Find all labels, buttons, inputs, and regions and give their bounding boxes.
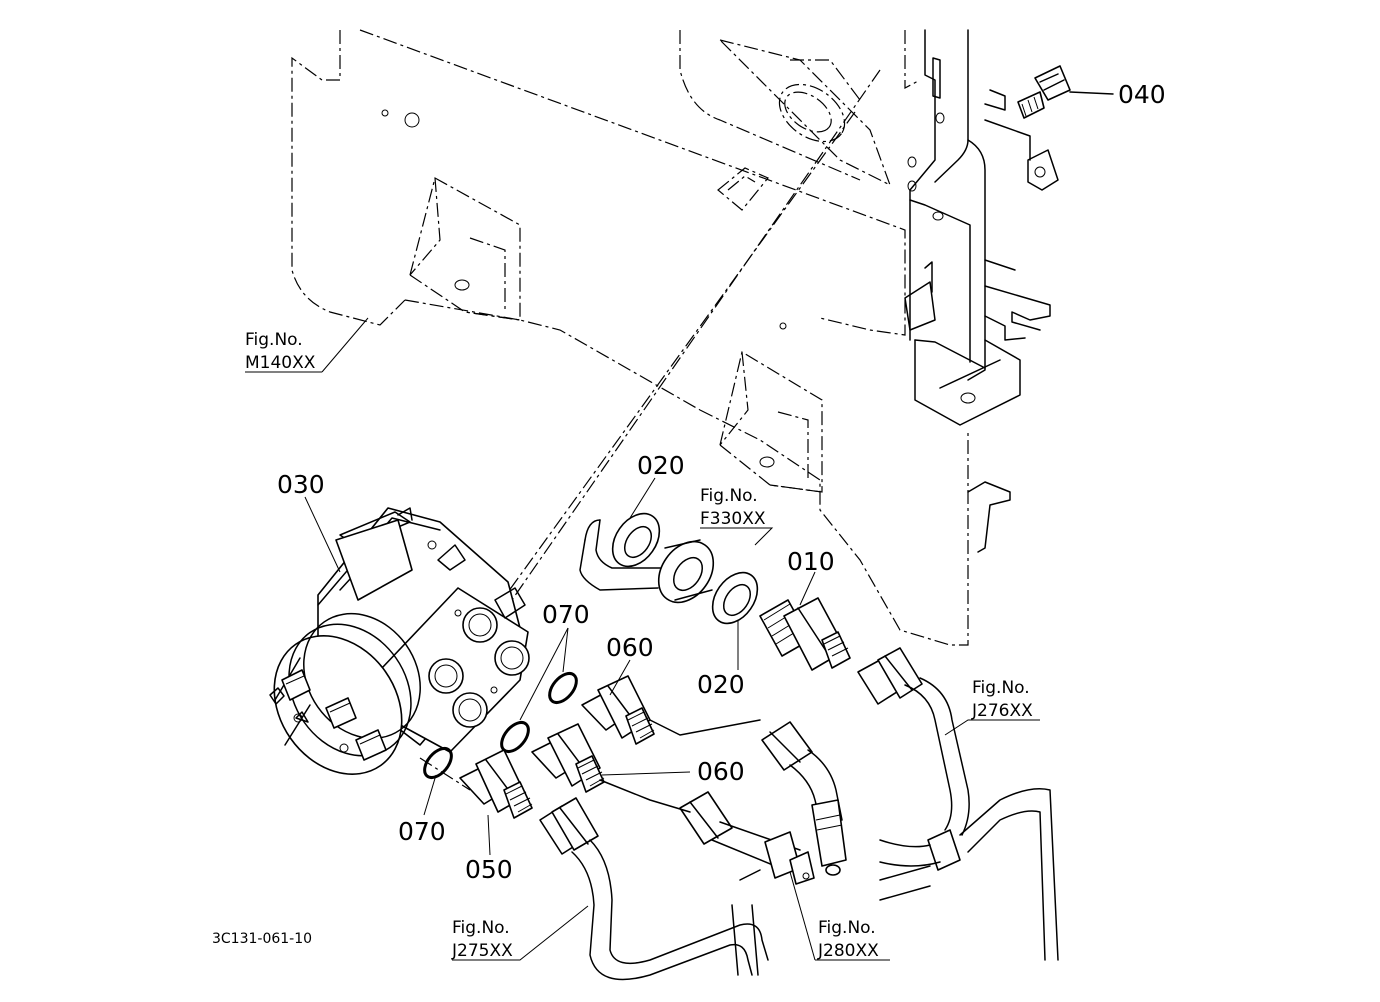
- washer-020-lower: [711, 571, 759, 625]
- base-bolt-2: [325, 697, 357, 729]
- bolt-040: [1017, 65, 1071, 119]
- label-020-lower: 020: [697, 670, 745, 699]
- label-060-lower: 060: [697, 757, 745, 786]
- mount-gusset-left: [409, 177, 521, 321]
- steering-unit-030: [269, 507, 530, 775]
- fig-ref-f330-prefix: Fig.No.: [700, 486, 758, 506]
- adapter-050: [459, 749, 533, 819]
- banjo-pipe-f330: [579, 519, 715, 604]
- adapter-010: [759, 597, 851, 671]
- drawing-code: 3C131-061-10: [212, 931, 312, 947]
- frame-panel: [291, 29, 969, 646]
- adapter-060-lower: [531, 723, 605, 793]
- fig-ref-m140-prefix: Fig.No.: [245, 330, 303, 350]
- o-ring-070-upper: [548, 671, 578, 705]
- fig-ref-m140-number: M140XX: [245, 353, 316, 373]
- fig-ref-j280-prefix: Fig.No.: [818, 918, 876, 938]
- leader-lines: [245, 317, 1040, 961]
- base-bolt-3: [355, 729, 387, 761]
- fig-ref-j275-prefix: Fig.No.: [452, 918, 510, 938]
- label-070-upper: 070: [542, 600, 590, 629]
- label-020-upper: 020: [637, 451, 685, 480]
- fig-ref-j276-prefix: Fig.No.: [972, 678, 1030, 698]
- washer-020-upper: [611, 512, 661, 568]
- pipe-j275: [539, 797, 769, 981]
- fig-ref-j280-number: J280XX: [817, 941, 879, 961]
- label-060-upper: 060: [606, 633, 654, 662]
- o-ring-070-lower: [423, 746, 453, 780]
- label-070-lower: 070: [398, 817, 446, 846]
- steering-column-bracket: [904, 29, 1059, 553]
- label-030: 030: [277, 470, 325, 499]
- fig-ref-j275-number: J275XX: [451, 941, 513, 961]
- pipe-j280: [599, 719, 847, 885]
- figure-references: Fig.No. M140XX Fig.No. F330XX Fig.No. J2…: [245, 330, 1033, 961]
- adapter-060-upper: [581, 675, 655, 745]
- fig-ref-f330-number: F330XX: [700, 509, 766, 529]
- part-labels: 030 040 020 020 010 070 060 060 070 050: [277, 80, 1166, 884]
- label-050: 050: [465, 855, 513, 884]
- pipe-j276: [857, 647, 1059, 961]
- fig-ref-j276-number: J276XX: [971, 701, 1033, 721]
- label-010: 010: [787, 547, 835, 576]
- mount-gusset-center: [719, 351, 823, 493]
- label-040: 040: [1118, 80, 1166, 109]
- base-bolt-1: [281, 669, 311, 701]
